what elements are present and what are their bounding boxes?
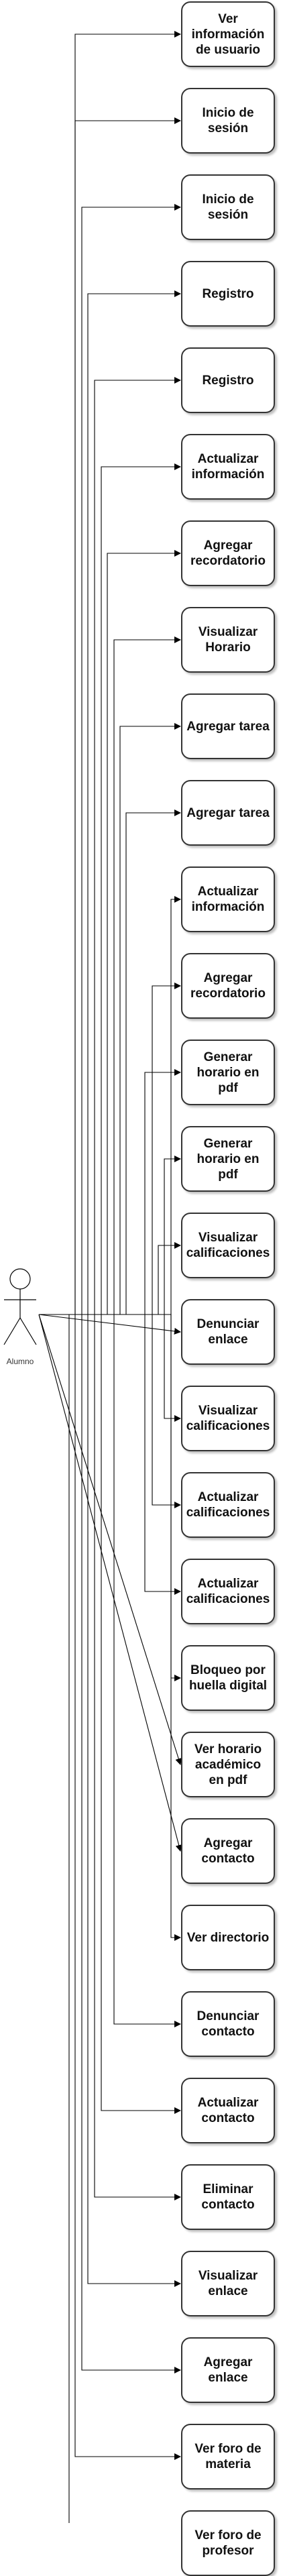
connector-arrow — [39, 1314, 181, 2200]
connector-arrow — [39, 1314, 181, 2027]
use-case-agregar-tarea: Agregar tarea — [181, 780, 275, 846]
connector-arrow — [38, 1314, 182, 1765]
use-case-visualizar-calificaciones: Visualizar calificaciones — [181, 1386, 275, 1451]
use-case-agregar-tarea: Agregar tarea — [181, 693, 275, 759]
use-case-registro: Registro — [181, 261, 275, 327]
use-case-bloqueo-por-huella-digital: Bloqueo por huella digital — [181, 1645, 275, 1711]
use-case-denunciar-contacto: Denunciar contacto — [181, 1991, 275, 2057]
connector-arrow — [39, 1314, 181, 1681]
connector-arrow — [39, 1314, 181, 2287]
actor-label: Alumno — [6, 1357, 34, 1366]
use-case-agregar-enlace: Agregar enlace — [181, 2337, 275, 2403]
connector-arrow — [39, 1069, 181, 1315]
connector-arrow — [39, 1314, 181, 2373]
use-case-visualizar-horario: Visualizar Horario — [181, 607, 275, 673]
use-case-agregar-recordatorio: Agregar recordatorio — [181, 953, 275, 1019]
use-case-ver-foro-de-materia: Ver foro de materia — [181, 2424, 275, 2489]
use-case-diagram — [3, 31, 182, 2523]
use-case-inicio-de-sesion: Inicio de sesión — [181, 174, 275, 240]
connector-arrow — [39, 550, 181, 1315]
connector-arrow — [39, 290, 181, 1315]
connector-arrow — [39, 1314, 181, 2460]
use-case-agregar-contacto: Agregar contacto — [181, 1818, 275, 1884]
use-case-generar-horario-en-pdf: Generar horario en pdf — [181, 1040, 275, 1105]
use-case-inicio-de-sesion: Inicio de sesión — [181, 88, 275, 154]
use-case-actualizar-informacion: Actualizar información — [181, 434, 275, 500]
use-case-ver-informacion-de-usuario: Ver información de usuario — [181, 1, 275, 67]
use-case-ver-foro-de-profesor: Ver foro de profesor — [181, 2510, 275, 2576]
connector-arrow — [39, 1314, 181, 1508]
use-case-ver-directorio: Ver directorio — [181, 1905, 275, 1970]
connector-arrow — [39, 1314, 181, 1941]
use-case-denunciar-enlace: Denunciar enlace — [181, 1299, 275, 1365]
connector-arrow — [39, 896, 181, 1315]
connector-arrow — [39, 1314, 70, 2523]
connector-arrow — [39, 809, 181, 1315]
use-case-actualizar-contacto: Actualizar contacto — [181, 2078, 275, 2143]
use-case-generar-horario-en-pdf: Generar horario en pdf — [181, 1126, 275, 1192]
use-case-agregar-recordatorio: Agregar recordatorio — [181, 520, 275, 586]
use-case-eliminar-contacto: Eliminar contacto — [181, 2164, 275, 2230]
use-case-visualizar-enlace: Visualizar enlace — [181, 2251, 275, 2316]
connector-arrow — [39, 1314, 181, 2114]
connector-arrow — [39, 1314, 181, 1422]
connectors — [38, 31, 182, 2523]
connector-arrow — [39, 1314, 181, 1595]
use-case-visualizar-calificaciones: Visualizar calificaciones — [181, 1213, 275, 1278]
connector-arrow — [39, 1242, 181, 1315]
actor-stick-figure — [3, 1268, 37, 1345]
connector-arrow — [39, 31, 181, 1315]
connector-arrow — [39, 117, 181, 1315]
connector-arrow — [39, 636, 181, 1315]
connector-arrow — [39, 204, 181, 1315]
connector-arrow — [39, 1156, 181, 1315]
connector-arrow — [39, 723, 181, 1315]
use-case-registro: Registro — [181, 347, 275, 413]
use-case-actualizar-informacion: Actualizar información — [181, 866, 275, 932]
use-case-actualizar-calificaciones: Actualizar calificaciones — [181, 1472, 275, 1538]
connector-arrow — [38, 1314, 181, 1335]
use-case-actualizar-calificaciones: Actualizar calificaciones — [181, 1559, 275, 1624]
connector-arrow — [38, 1314, 182, 1852]
use-case-ver-horario-academico-en-pdf: Ver horario académico en pdf — [181, 1732, 275, 1797]
connector-arrow — [39, 983, 181, 1315]
connector-arrow — [39, 463, 181, 1315]
connector-arrow — [39, 377, 181, 1315]
